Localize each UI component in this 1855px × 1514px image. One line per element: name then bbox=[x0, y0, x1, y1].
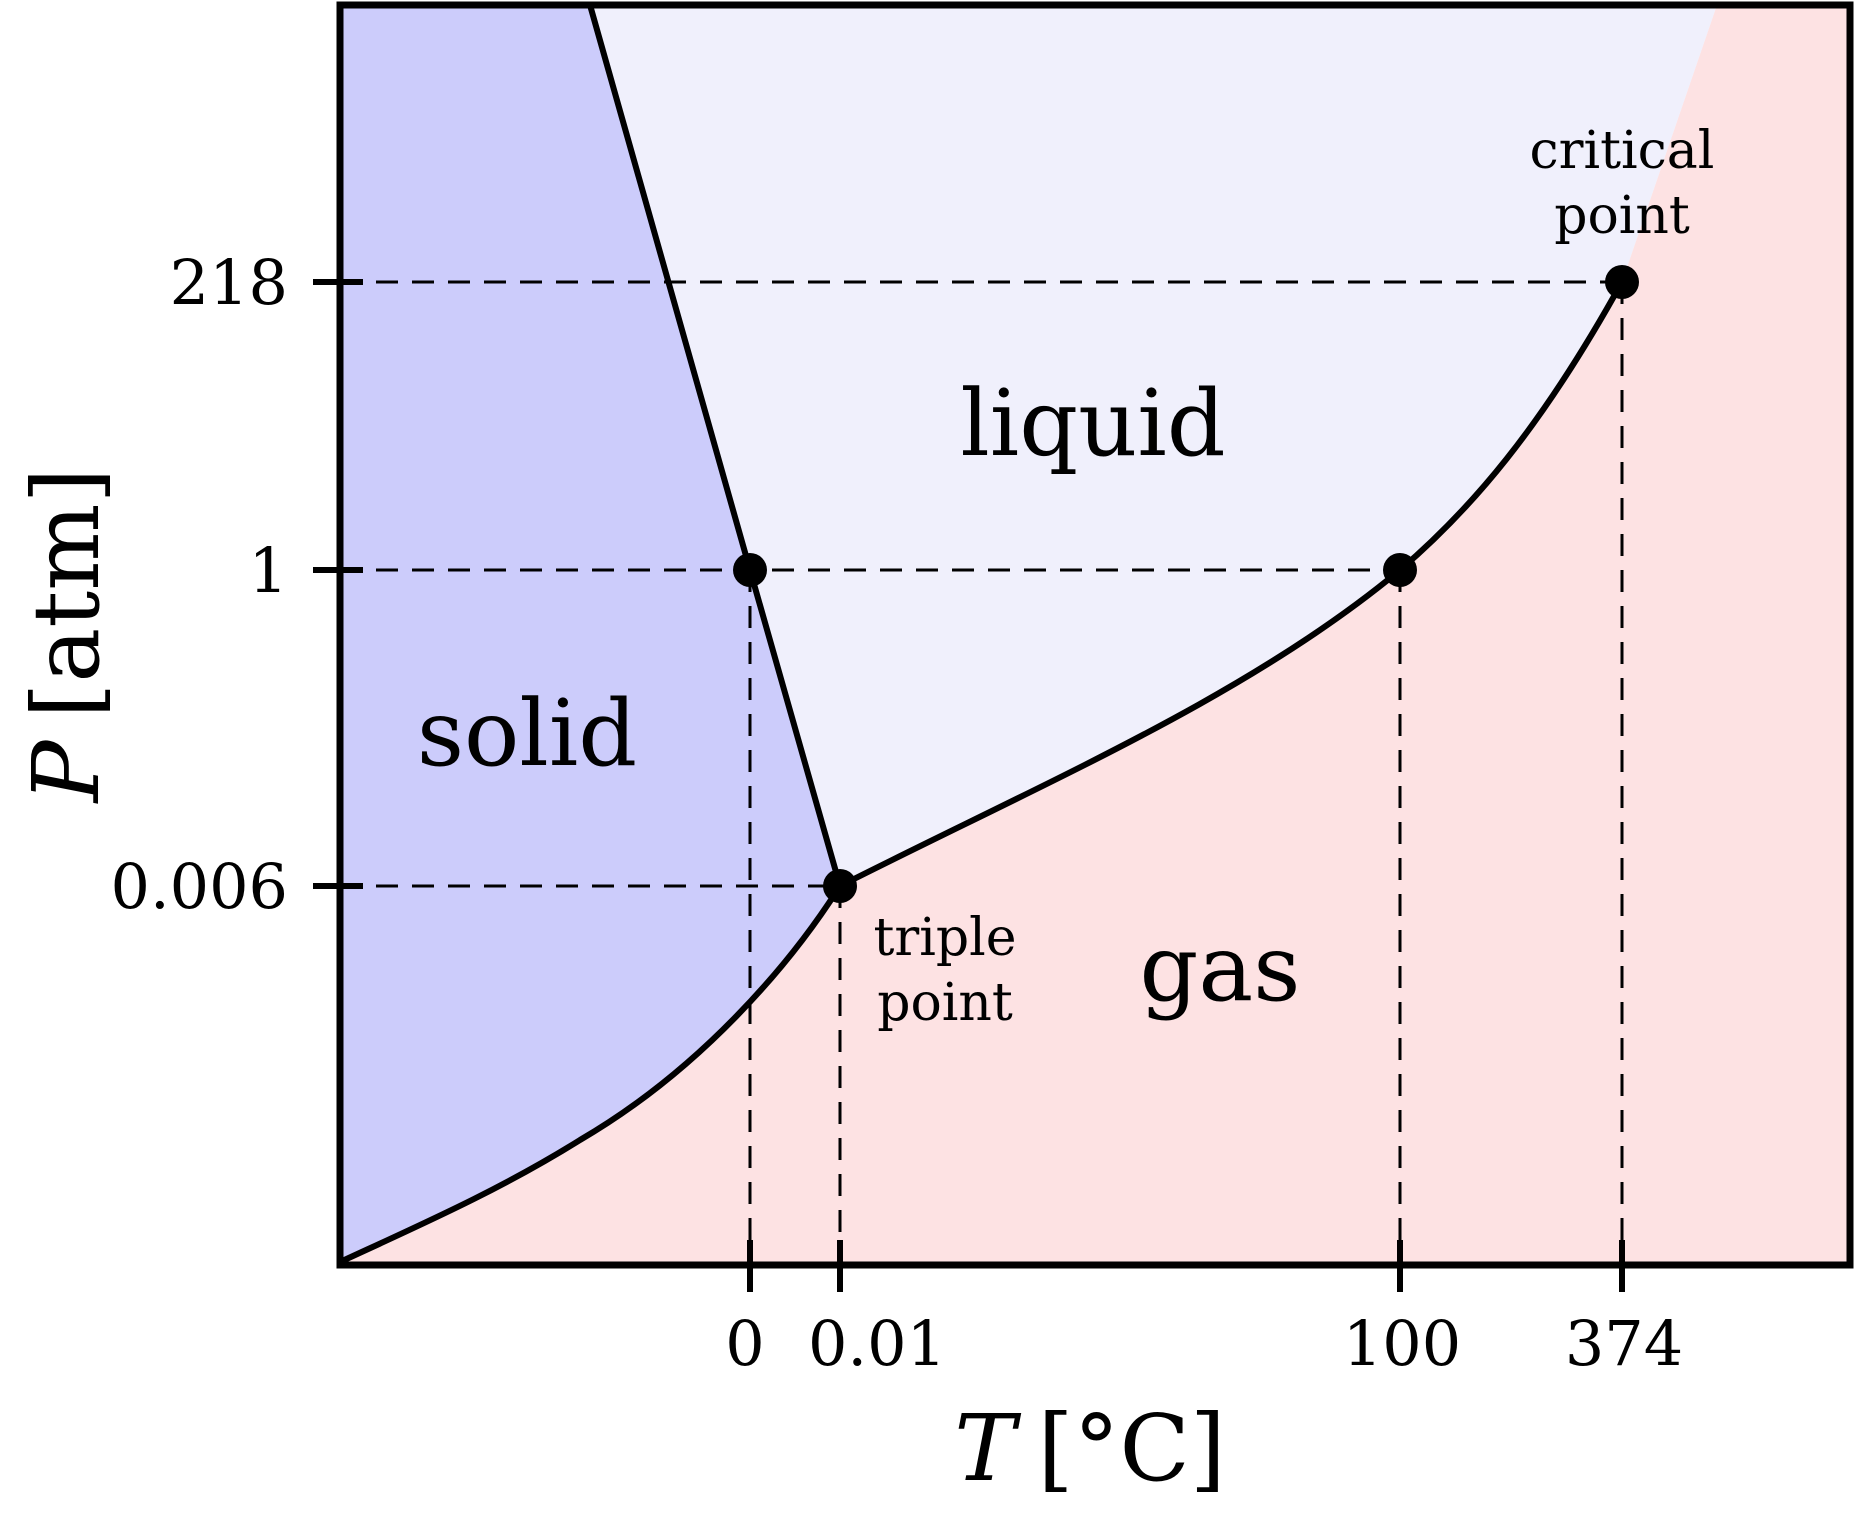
x-tick-label-001: 0.01 bbox=[808, 1307, 946, 1380]
y-tick-label-0006: 0.006 bbox=[111, 850, 289, 923]
critical-point-marker bbox=[1605, 265, 1639, 299]
y-tick-label-218: 218 bbox=[170, 246, 288, 319]
melting-point-marker bbox=[733, 553, 767, 587]
y-axis-symbol: P bbox=[13, 738, 120, 804]
gas-region-label: gas bbox=[1140, 915, 1301, 1022]
x-axis-symbol: T bbox=[954, 1395, 1021, 1502]
liquid-region bbox=[590, 5, 1717, 886]
sublimation-curve bbox=[337, 883, 843, 1265]
x-axis-label: T[°C] bbox=[954, 1395, 1226, 1502]
solid-region bbox=[340, 5, 840, 1262]
triple-point-label-line2: point bbox=[877, 973, 1013, 1033]
y-tick-label-1: 1 bbox=[249, 534, 288, 607]
x-axis-unit: [°C] bbox=[1038, 1395, 1226, 1502]
x-tick-label-0: 0 bbox=[725, 1307, 764, 1380]
triple-point-marker bbox=[823, 869, 857, 903]
x-tick-label-374: 374 bbox=[1565, 1307, 1683, 1380]
solid-region-label: solid bbox=[417, 680, 637, 787]
critical-point-label-line2: point bbox=[1554, 186, 1690, 246]
y-axis-unit: [atm] bbox=[13, 468, 120, 719]
critical-point-label-line1: critical bbox=[1530, 121, 1715, 181]
plot-frame bbox=[336, 1, 1854, 1269]
gas-region bbox=[340, 5, 1850, 1265]
x-tick-label-100: 100 bbox=[1343, 1307, 1461, 1380]
boiling-point-marker bbox=[1383, 553, 1417, 587]
triple-point-label-line1: triple bbox=[873, 908, 1016, 968]
liquid-region-label: liquid bbox=[960, 370, 1225, 477]
vaporization-curve bbox=[837, 279, 1625, 889]
y-axis-label: P [atm] bbox=[13, 468, 120, 805]
